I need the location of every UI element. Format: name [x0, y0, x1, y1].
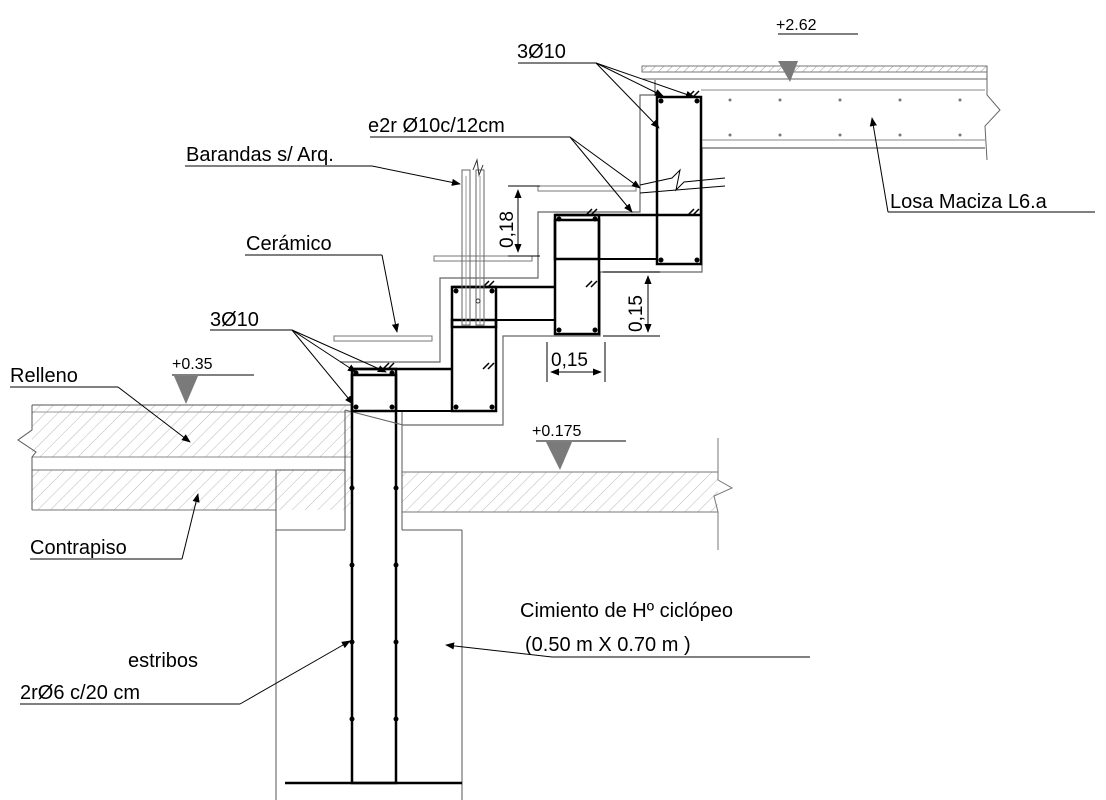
dimension-tread: 0,15: [546, 342, 606, 382]
column-rebar: [285, 373, 462, 785]
bars-bottom-label: 3Ø10: [210, 309, 259, 331]
level-top-label: +2.62: [776, 17, 817, 34]
foundation-label-line2: (0.50 m X 0.70 m ): [525, 634, 691, 656]
level-marker-ground: +0.35: [172, 356, 254, 404]
subfloor-layer: [32, 469, 352, 511]
level-marker-top: +2.62: [776, 17, 858, 82]
column-stirrups-label-line2: 2rØ6 c/20 cm: [20, 682, 140, 704]
railing: [461, 158, 485, 326]
subfloor-label: Contrapiso: [30, 537, 127, 559]
column-stirrups-label-line1: estribos: [128, 650, 198, 672]
ceramic-label: Cerámico: [246, 233, 332, 255]
right-floor-layer: [402, 438, 734, 550]
leader-lines: [10, 62, 1095, 705]
dimension-riser: 0,15: [603, 271, 660, 337]
foundation: [275, 410, 463, 800]
slab: [639, 65, 1001, 194]
stair-rebar: [350, 90, 703, 413]
bars-top-label: 3Ø10: [517, 41, 566, 63]
foundation-label-line1: Cimiento de Hº ciclópeo: [520, 600, 733, 622]
left-break-line: [17, 405, 37, 510]
level-floor-label: +0.175: [532, 423, 581, 440]
dim-tread-text: 0,15: [551, 350, 588, 371]
fill-label: Relleno: [10, 365, 78, 387]
level-marker-floor: +0.175: [532, 423, 626, 470]
dim-riser-railing-text: 0,18: [497, 211, 518, 248]
fill-layer: [32, 404, 352, 458]
dimension-riser-railing: 0,18: [497, 185, 540, 257]
level-ground-label: +0.35: [172, 356, 213, 373]
dim-riser-text: 0,15: [626, 295, 647, 332]
slab-label: Losa Maciza L6.a: [890, 191, 1048, 213]
stair-stirrups-label: e2r Ø10c/12cm: [368, 115, 505, 137]
railing-label: Barandas s/ Arq.: [186, 144, 334, 166]
